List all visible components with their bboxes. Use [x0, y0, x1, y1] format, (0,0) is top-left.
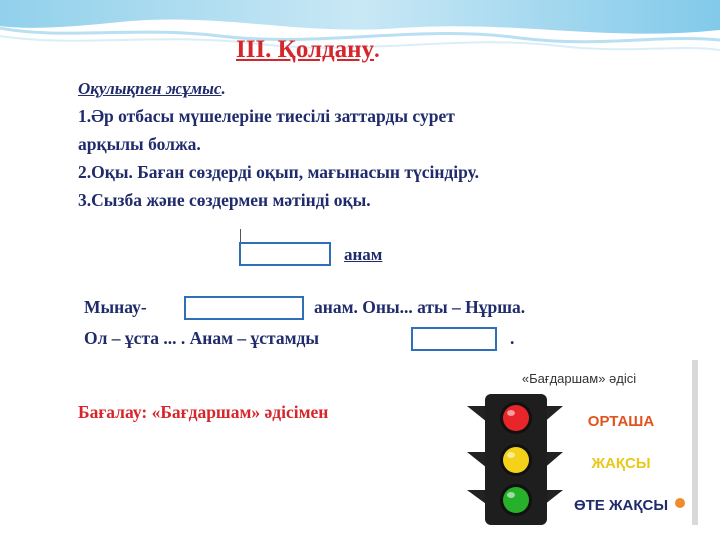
- label-very-good: ӨТЕ ЖАҚСЫ: [574, 497, 668, 514]
- green-light: [503, 487, 529, 513]
- sentence-2-blank: [411, 327, 497, 351]
- sentence-1-end: анам. Оны... аты – Нұрша.: [314, 297, 526, 317]
- diagram-blank-box: [239, 242, 331, 266]
- yellow-light: [503, 447, 529, 473]
- sentence-1-blank: [184, 296, 304, 320]
- text-cursor: [240, 229, 241, 243]
- evaluation-text: Бағалау: «Бағдаршам» әдісімен: [78, 402, 329, 422]
- sentence-2-start: Ол – ұста ... . Анам – ұстамды: [84, 328, 320, 348]
- red-light: [503, 405, 529, 431]
- section-title: III. Қолдану.: [236, 36, 380, 63]
- task-line: 3.Сызба және сөздермен мәтінді оқы.: [78, 190, 371, 210]
- sentence-1-start: Мынау-: [84, 297, 147, 317]
- header-wave-decoration: [0, 0, 720, 51]
- subheading-text: Оқулықпен жұмыс: [78, 79, 222, 98]
- sentence-2-end: .: [510, 328, 515, 348]
- traffic-light-heading: «Бағдаршам» әдісі: [522, 371, 636, 386]
- corner-dot: [675, 498, 685, 508]
- task-line: 1.Әр отбасы мүшелеріне тиесілі заттарды …: [78, 106, 455, 126]
- traffic-light-panel: «Бағдаршам» әдісі ОРТАША ЖАҚСЫ ӨТЕ ЖАҚСЫ: [455, 360, 698, 525]
- task-line: арқылы болжа.: [78, 134, 201, 154]
- section-title-text: III. Қолдану: [236, 36, 375, 63]
- label-good: ЖАҚСЫ: [590, 455, 650, 472]
- subheading: Оқулықпен жұмыс.: [78, 79, 226, 98]
- label-medium: ОРТАША: [588, 413, 655, 430]
- task-line: 2.Оқы. Баған сөздерді оқып, мағынасын тү…: [78, 162, 480, 182]
- diagram-word: анам: [344, 245, 383, 264]
